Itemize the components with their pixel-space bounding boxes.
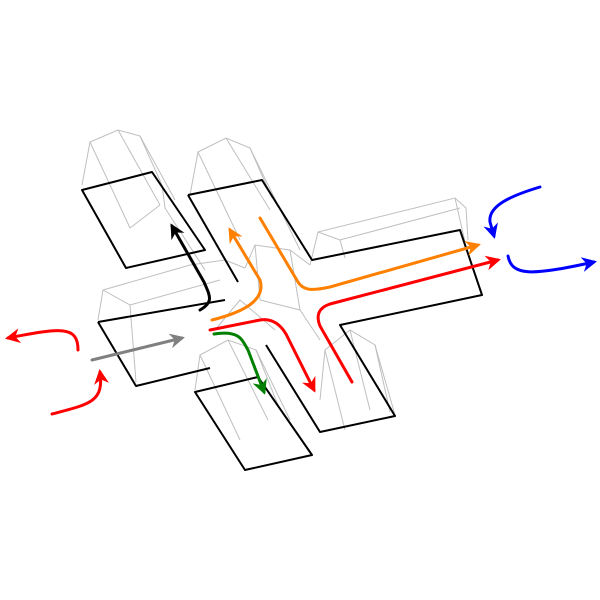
flow-red-outlet-west (5, 328, 80, 352)
branch-south-wireframe (194, 339, 291, 441)
flow-green-south (212, 331, 267, 395)
end-face-northwest (81, 171, 206, 269)
junction-outline (81, 171, 483, 471)
branch-west-wireframe (97, 259, 246, 383)
outline-north-inner (187, 194, 239, 283)
flow-red-east (316, 255, 501, 384)
flow-orange-north (210, 227, 263, 322)
outline-west (97, 299, 226, 387)
core-wireframe (214, 244, 321, 341)
flow-orange-east (258, 216, 481, 291)
branch-east-wireframe (309, 197, 469, 266)
flow-black-upward (170, 223, 211, 312)
flow-red-inlet-west (50, 369, 110, 416)
end-face-south (194, 376, 313, 471)
branch-southeast-wireframe (319, 329, 396, 431)
flow-arrows (5, 185, 597, 416)
flow-blue-outlet-east (506, 254, 597, 274)
flow-gray-inflow (90, 333, 185, 362)
junction-wireframe (81, 129, 469, 441)
outline-north-east (187, 179, 483, 433)
branch-north-wireframe (189, 137, 301, 251)
flow-red-south (208, 318, 316, 393)
branch-northwest-wireframe (81, 129, 206, 271)
flow-blue-inlet-east (483, 185, 542, 239)
